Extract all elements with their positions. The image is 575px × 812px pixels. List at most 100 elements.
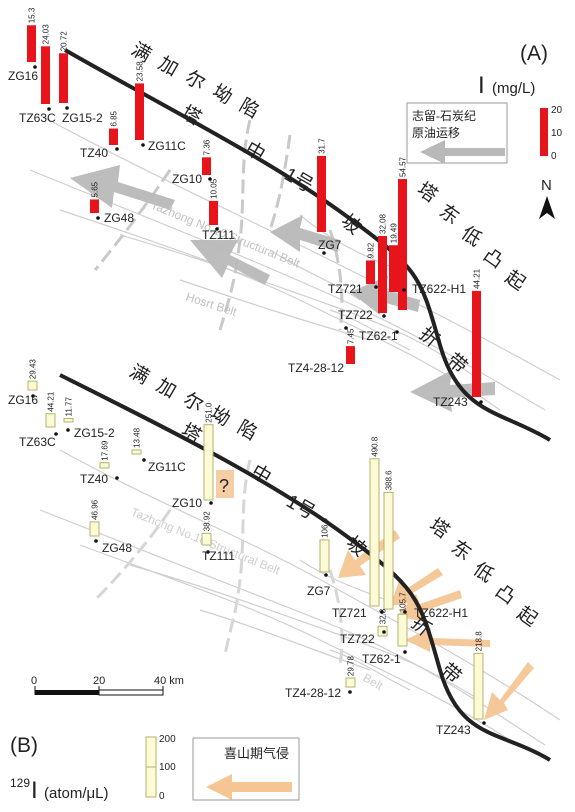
value-bar [41,46,50,104]
value-bar [109,128,118,145]
value-label: 9.82 [367,242,376,258]
well-dot [344,326,348,330]
scale-tick-label: 20 [551,105,563,116]
well-dot [395,330,399,334]
value-bar [346,346,355,364]
value-bar [135,83,144,140]
value-label: 5.65 [91,181,100,197]
value-bar [345,677,356,688]
well-dot [54,432,58,436]
value-label: 24.03 [42,24,51,45]
value-label: 38.92 [203,511,212,532]
value-bar [59,53,68,103]
legend-arrow [206,774,292,800]
well-dot [66,428,70,432]
value-label: 7.36 [203,139,212,155]
panel-b-unit: (atom/μL) [44,785,109,802]
well-label: ZG48 [102,541,132,555]
value-label: 17.69 [101,440,110,461]
value-label: 20.72 [60,31,69,52]
well-dot [382,314,386,318]
scalebar-tick-label: 0 [31,675,37,687]
scale-bar-a [540,108,548,156]
legend-text: 原油运移 [412,126,460,140]
well-dot [47,107,51,111]
value-label: 29.78 [347,655,356,676]
value-label: 13.48 [133,427,142,448]
legend-text: 喜山期气侵 [224,746,289,761]
well-label: ZG16 [8,393,38,407]
value-bar [473,652,484,720]
scale-tick-label: 100 [159,762,176,773]
question-mark: ? [219,476,229,496]
value-bar [317,155,326,232]
gas-arrow [484,662,534,720]
well-label: TZ4-28-12 [288,361,344,375]
well-label: ZG10 [172,496,202,510]
well-label: TZ111 [202,549,235,563]
value-bar [201,532,212,546]
well-dot [403,610,407,614]
value-bar [398,179,407,310]
well-label: TZ40 [80,146,108,160]
value-bar [472,290,481,397]
fault-dashes [93,459,344,666]
well-dot [374,285,378,289]
well-dot [115,476,119,480]
value-bar [45,413,56,428]
well-dot [482,721,486,725]
north-arrow-icon [539,196,555,219]
scalebar-tick-label: 20 [93,675,105,687]
value-label: 105.7 [399,592,408,613]
value-label: 6.85 [110,110,119,126]
north-label: N [541,177,552,194]
value-bar [89,521,100,537]
well-label: TZ721 [332,606,367,620]
fault-line [59,373,552,762]
value-bar [131,449,142,455]
question-box [216,470,234,498]
well-dot [382,630,386,634]
panel-b-label: (B) [10,734,38,757]
well-label: TZ622-H1 [412,282,466,296]
well-dot [96,216,100,220]
well-label: ZG16 [8,69,38,83]
value-bar [27,380,38,391]
well-label: TZ721 [328,282,363,296]
well-dot [141,143,145,147]
migration-arrow [70,165,175,210]
well-label: TZ111 [202,228,235,242]
value-label: 44.21 [47,391,56,412]
value-label: 10.05 [210,178,219,199]
migration-arrow [190,240,270,285]
value-bar [369,458,380,607]
well-label: ZG10 [172,172,202,186]
value-label: 54.57 [399,156,408,177]
value-bar [63,417,74,423]
distance-scalebar: 0 20 40 km [31,675,184,696]
value-bar [202,157,211,175]
